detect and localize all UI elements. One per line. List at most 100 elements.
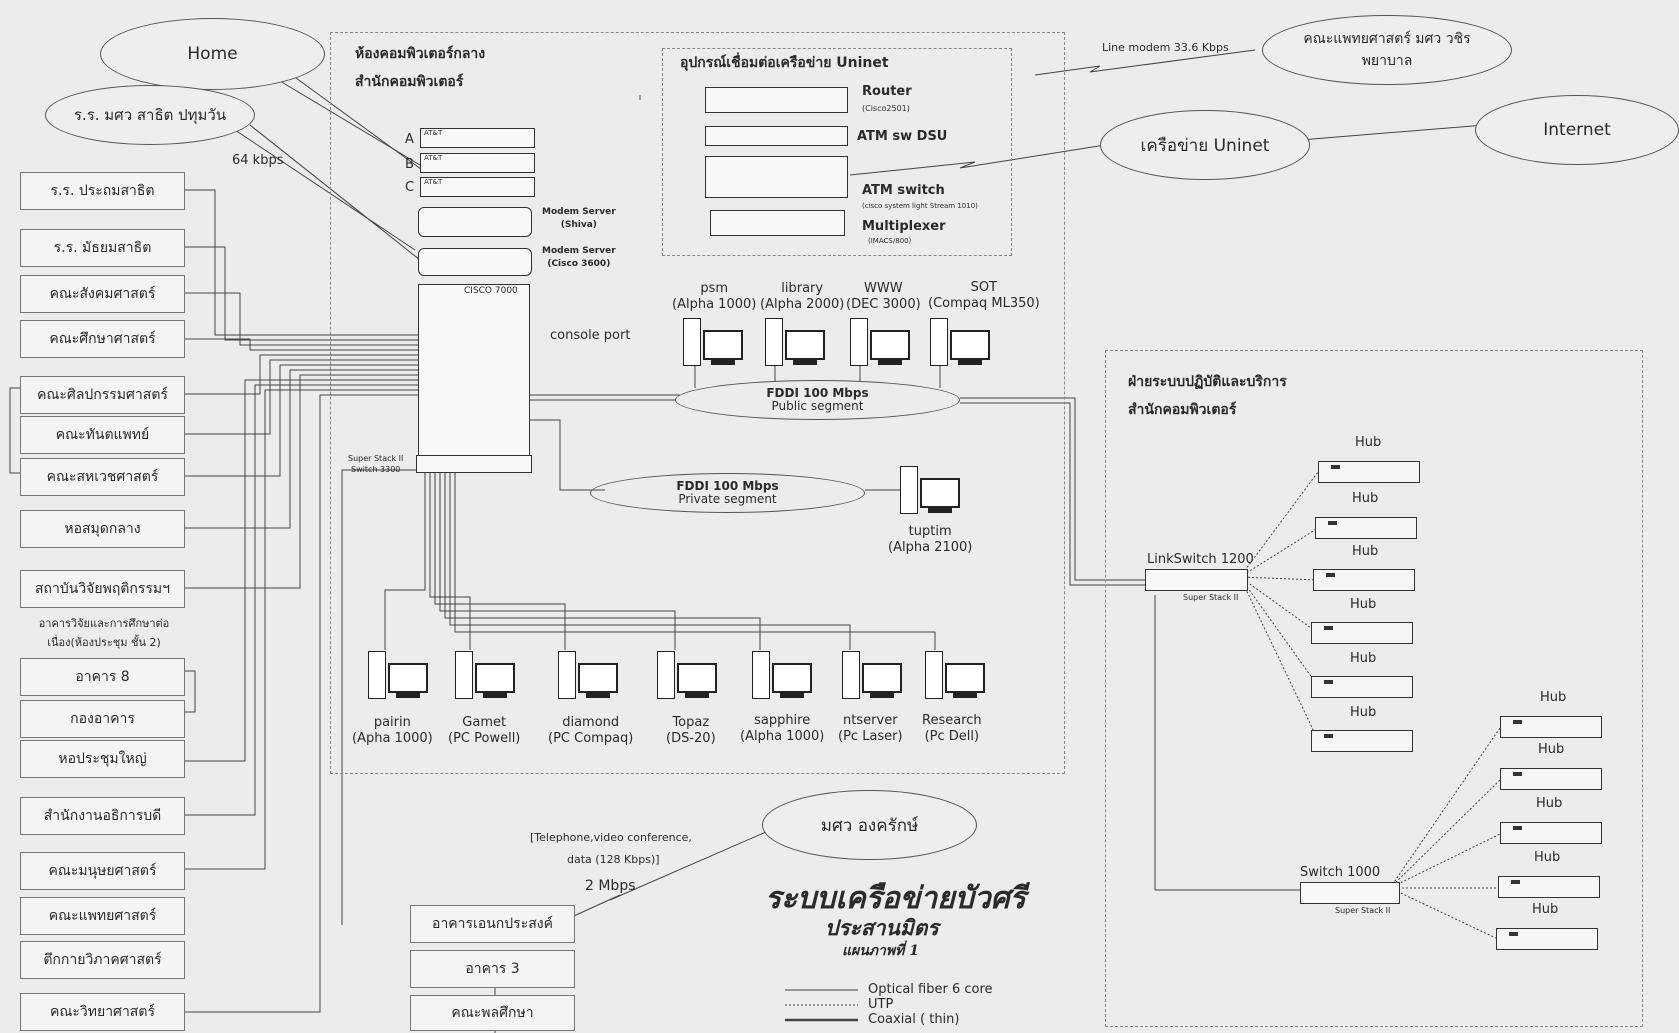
server-sot-computer: [930, 318, 996, 380]
diagram-subtitle: ประสานมิตร: [825, 915, 939, 940]
site-president-office: สำนักงานอธิการบดี: [20, 797, 185, 835]
hub-label-7: Hub: [1540, 690, 1567, 705]
multiplexer-device: [710, 210, 845, 236]
hub-9: [1500, 822, 1602, 844]
cisco3600-line2: (Cisco 3600): [547, 259, 611, 269]
topaz-name: Topaz: [672, 715, 710, 730]
server-research-computer: [925, 651, 991, 713]
cisco3600-line1: Modem Server: [542, 246, 616, 256]
server-psm-label: psm(Alpha 1000): [672, 281, 756, 313]
diagram-title: ระบบเครือข่ายบัวศรี: [765, 881, 1026, 916]
research-name: Research: [922, 713, 982, 728]
hub-label-6: Hub: [1350, 705, 1377, 720]
server-tuptim-label: tuptim(Alpha 2100): [888, 524, 972, 556]
hub-label-2: Hub: [1352, 491, 1379, 506]
research-model: (Pc Dell): [924, 729, 980, 744]
diagram-page-label: แผนภาพที่ 1: [842, 943, 919, 959]
modem-server-shiva: [418, 207, 532, 237]
fddi-private-line1: FDDI 100 Mbps: [676, 479, 779, 493]
internet-ellipse: Internet: [1475, 95, 1679, 165]
legend-utp: UTP: [868, 997, 894, 1012]
server-topaz-computer: [657, 651, 723, 713]
hub-label-11: Hub: [1532, 902, 1559, 917]
legend-coaxial: Coaxial ( thin): [868, 1012, 960, 1027]
central-room-line1: ห้องคอมพิวเตอร์กลาง: [355, 46, 486, 62]
server-diamond-computer: [558, 651, 624, 713]
legend-optical-fiber: Optical fiber 6 core: [868, 982, 993, 997]
hub-5: [1311, 676, 1413, 698]
site-main-auditorium: หอประชุมใหญ่: [20, 740, 185, 778]
router-sub-label: (Cisco2501): [862, 104, 910, 113]
hub-2: [1315, 517, 1417, 539]
medicine-vajira-ellipse: คณะแพทยศาสตร์ มศว วชิรพยาบาล: [1262, 15, 1512, 85]
site-humanities: คณะมนุษยศาสตร์: [20, 852, 185, 890]
bldg-multipurpose: อาคารเอนกประสงค์: [410, 905, 575, 943]
server-tuptim-computer: [900, 466, 966, 528]
switch1000-sub-label: Super Stack II: [1335, 906, 1391, 915]
tuptim-model: (Alpha 2100): [888, 540, 973, 555]
sot-name: SOT: [970, 280, 998, 295]
hub-label-1: Hub: [1355, 435, 1382, 450]
pairin-model: (Apha 1000): [352, 731, 433, 746]
fddi-public-line1: FDDI 100 Mbps: [766, 386, 869, 400]
site-central-library: หอสมุดกลาง: [20, 510, 185, 548]
linkswitch-sub-label: Super Stack II: [1183, 593, 1239, 602]
cisco7000-router: CISCO 7000: [418, 284, 530, 456]
hub-label-4: Hub: [1350, 597, 1377, 612]
link-64kbps-label: 64 kbps: [232, 153, 284, 168]
modem-server-shiva-label: Modem Server (Shiva): [542, 206, 616, 232]
rack-label-c: C: [405, 180, 415, 195]
hub-label-10: Hub: [1534, 850, 1561, 865]
ops-dept-region: [1105, 350, 1643, 1027]
hub-7: [1500, 716, 1602, 738]
atm-switch-sub-label: (cisco system light Stream 1010): [862, 202, 978, 210]
site-social-sciences: คณะสังคมศาสตร์: [20, 275, 185, 313]
site-behavioral-institute: สถาบันวิจัยพฤติกรรมฯ: [20, 570, 185, 608]
gamet-name: Gamet: [462, 715, 507, 730]
hub-4: [1311, 622, 1413, 644]
atm-dsu-label: ATM sw DSU: [857, 129, 948, 144]
server-psm-computer: [683, 318, 749, 380]
uninet-box-title: อุปกรณ์เชื่อมต่อเครือข่าย Uninet: [680, 55, 889, 71]
bldg-physical-education: คณะพลศึกษา: [410, 995, 575, 1031]
central-room-line2: สำนักคอมพิวเตอร์: [355, 74, 464, 90]
server-www-label: WWW(DEC 3000): [846, 281, 921, 313]
cisco7000-label: CISCO 7000: [464, 286, 518, 296]
server-gamet-computer: [455, 651, 521, 713]
server-sapphire-computer: [752, 651, 818, 713]
att-label-b: AT&T: [424, 154, 443, 162]
psm-model: (Alpha 1000): [672, 297, 757, 312]
shiva-line2: (Shiva): [560, 220, 597, 230]
server-sapphire-label: sapphire(Alpha 1000): [740, 713, 824, 745]
site-anatomy-building: ตึกกายวิภาคศาสตร์: [20, 941, 185, 979]
hub-label-9: Hub: [1536, 796, 1563, 811]
modem-server-cisco3600: [418, 248, 532, 276]
ops-dept-line1: ฝ่ายระบบปฏิบัติและบริการ: [1128, 374, 1287, 390]
atm-switch-label: ATM switch: [862, 183, 945, 198]
site-allied-health: คณะสหเวชศาสตร์: [20, 458, 185, 496]
ongkharak-ellipse: มศว องครักษ์: [762, 790, 977, 860]
site-primary-demo-school: ร.ร. ประถมสาธิต: [20, 172, 185, 210]
fddi-public-ring: FDDI 100 Mbps Public segment: [675, 380, 960, 420]
linkswitch-1200: [1145, 569, 1248, 591]
pairin-name: pairin: [373, 715, 411, 730]
switch1000-label: Switch 1000: [1300, 865, 1381, 880]
ops-dept-title: ฝ่ายระบบปฏิบัติและบริการ สำนักคอมพิวเตอร…: [1128, 368, 1287, 424]
rack-label-a: A: [405, 132, 414, 147]
switch-1000: [1300, 882, 1400, 904]
central-room-region: [330, 32, 1065, 774]
multiplexer-label: Multiplexer: [862, 219, 946, 234]
ntserver-model: (Pc Laser): [838, 729, 903, 744]
diamond-model: (PC Compaq): [548, 731, 634, 746]
hub-3: [1313, 569, 1415, 591]
uninet-equipment-region: [662, 48, 1012, 256]
atm-dsu-device: [705, 126, 848, 146]
modem-rack-a: AT&T: [420, 128, 535, 148]
att-label-c: AT&T: [424, 178, 443, 186]
server-sot-label: SOT(Compaq ML350): [928, 280, 1040, 312]
sapphire-name: sapphire: [754, 713, 811, 728]
hub-label-5: Hub: [1350, 651, 1377, 666]
server-www-computer: [850, 318, 916, 380]
sot-model: (Compaq ML350): [928, 296, 1040, 311]
